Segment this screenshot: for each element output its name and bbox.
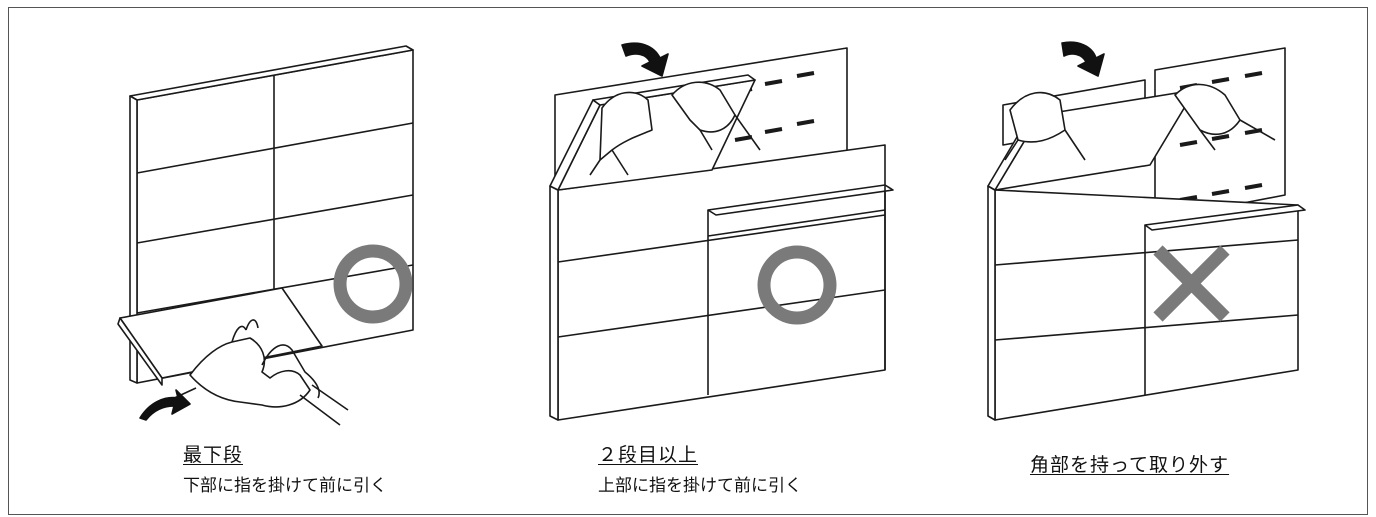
panel-1-illustration — [117, 45, 414, 426]
caption-panel-3: 角部を持って取り外す — [1030, 450, 1229, 477]
caption-panel-2: ２段目以上 上部に指を掛けて前に引く — [598, 440, 802, 496]
caption-title-1: 最下段 — [183, 444, 244, 466]
panel-2-illustration — [549, 42, 894, 421]
panel-3-illustration — [987, 41, 1306, 421]
ng-cross-mark — [1153, 245, 1230, 322]
figure-frame — [8, 7, 1368, 515]
caption-title-3: 角部を持って取り外す — [1030, 454, 1230, 476]
caption-title-2: ２段目以上 — [598, 444, 699, 466]
caption-panel-1: 最下段 下部に指を掛けて前に引く — [183, 440, 387, 496]
ok-circle-mark-2 — [757, 245, 837, 325]
ok-circle-mark-1 — [333, 244, 413, 324]
caption-subtitle-1: 下部に指を掛けて前に引く — [183, 476, 387, 496]
caption-subtitle-2: 上部に指を掛けて前に引く — [598, 476, 802, 496]
